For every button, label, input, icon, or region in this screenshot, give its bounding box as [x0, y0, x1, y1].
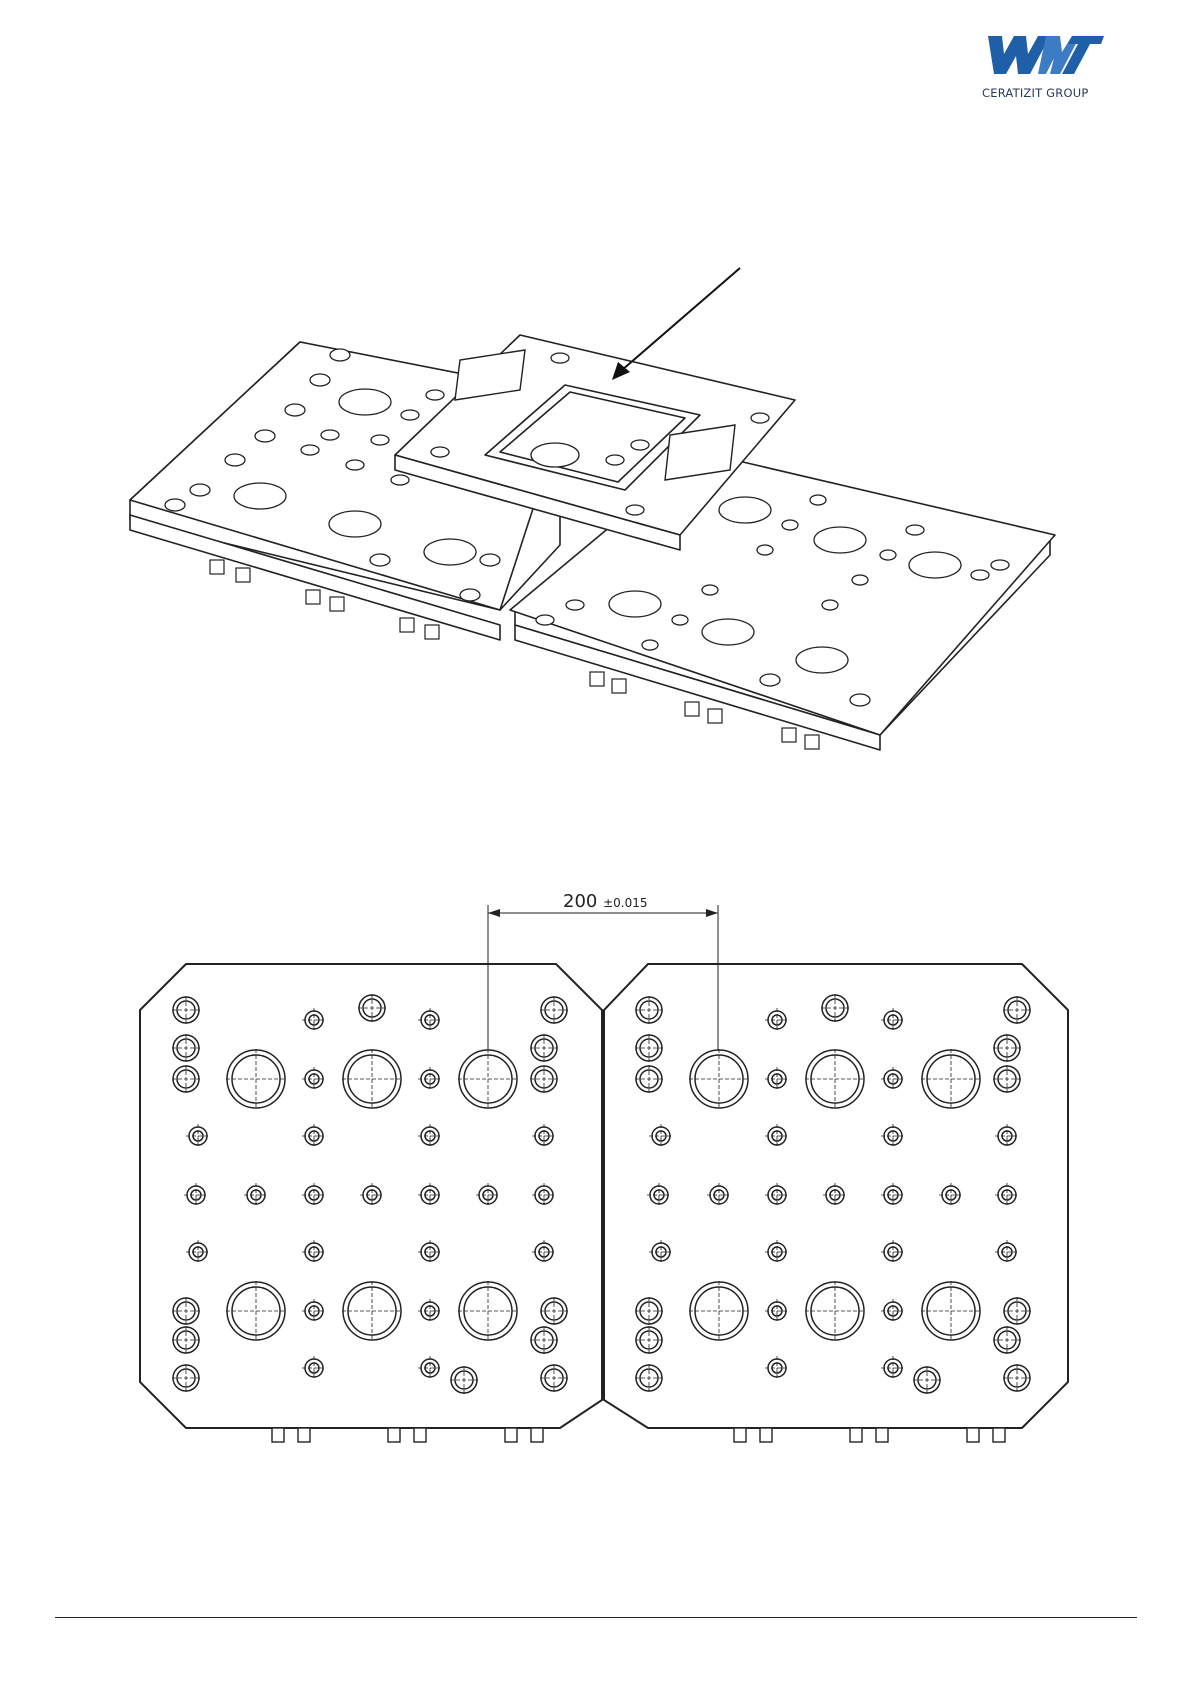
plan-view-drawing: [0, 880, 1192, 1480]
footer-rule: [55, 1617, 1137, 1618]
isometric-fixture-drawing: [0, 0, 1192, 790]
